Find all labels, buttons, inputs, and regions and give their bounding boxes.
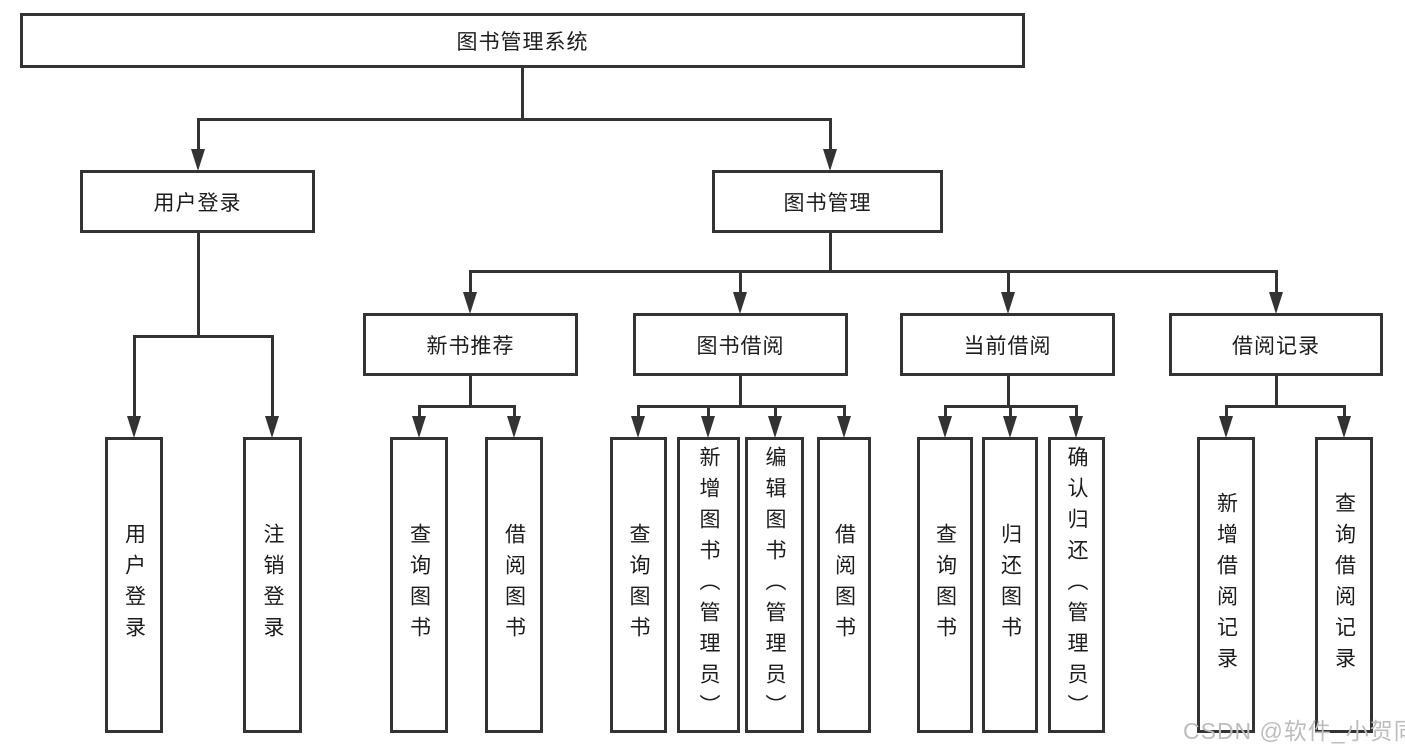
- node-leaf-cur-confirm: 确认归还（管理员）: [1048, 437, 1105, 733]
- node-label-book-borrowing: 图书借阅: [696, 334, 785, 358]
- connector-stem-borrowing-to-leaves: [773, 405, 777, 418]
- node-leaf-bw-borrow: 借阅图书: [817, 437, 871, 733]
- connector-stem-records-to-leaves: [1342, 405, 1346, 418]
- node-label-current-borrowing: 当前借阅: [963, 334, 1052, 358]
- node-label-leaf-rec-add: 新增借阅记录: [1214, 492, 1238, 678]
- connector-bar-login-to-leaves: [132, 335, 274, 338]
- node-leaf-rec-query: 查询借阅记录: [1315, 437, 1373, 733]
- node-label-borrowing-records: 借阅记录: [1232, 334, 1320, 358]
- node-leaf-bw-edit: 编辑图书（管理员）: [745, 437, 804, 733]
- node-current-borrowing: 当前借阅: [900, 313, 1115, 376]
- connector-stem-borrowing-to-leaves: [636, 405, 640, 418]
- csdn-watermark: CSDN @软件_小贺同学: [1183, 718, 1405, 744]
- arrow-down-icon: [1269, 292, 1283, 314]
- connector-bar-borrowing-to-leaves: [636, 405, 846, 408]
- node-label-new-book-recommend: 新书推荐: [426, 334, 515, 358]
- node-label-leaf-bw-edit: 编辑图书（管理员）: [763, 445, 786, 725]
- node-leaf-cur-query: 查询图书: [917, 437, 973, 733]
- connector-trunk-root-to-level2: [520, 68, 524, 121]
- connector-stem-records-to-leaves: [1224, 405, 1228, 418]
- connector-stem-newbook-to-leaves: [417, 405, 421, 418]
- arrow-down-icon: [1003, 416, 1017, 438]
- connector-stem-mgmt-to-level3: [1006, 270, 1010, 294]
- arrow-down-icon: [1001, 292, 1015, 314]
- connector-trunk-login-to-leaves: [196, 233, 200, 338]
- arrow-down-icon: [265, 416, 279, 438]
- node-label-leaf-bw-borrow: 借阅图书: [832, 523, 856, 647]
- arrow-down-icon: [701, 416, 715, 438]
- node-label-root: 图书管理系统: [456, 30, 589, 54]
- connector-stem-mgmt-to-level3: [1274, 270, 1278, 294]
- node-root: 图书管理系统: [20, 13, 1025, 68]
- arrow-down-icon: [127, 416, 141, 438]
- arrow-down-icon: [837, 416, 851, 438]
- connector-bar-mgmt-to-level3: [468, 270, 1278, 273]
- node-book-management: 图书管理: [712, 170, 943, 233]
- connector-bar-records-to-leaves: [1224, 405, 1346, 408]
- node-leaf-nb-query: 查询图书: [390, 437, 448, 733]
- node-user-login: 用户登录: [80, 170, 315, 233]
- connector-stem-mgmt-to-level3: [468, 270, 472, 294]
- connector-stem-borrowing-to-leaves: [842, 405, 846, 418]
- node-label-leaf-bw-add: 新增图书（管理员）: [697, 445, 720, 725]
- connector-trunk-borrowing-to-leaves: [738, 376, 742, 408]
- arrow-down-icon: [412, 416, 426, 438]
- node-leaf-bw-query: 查询图书: [610, 437, 667, 733]
- node-label-leaf-cur-confirm: 确认归还（管理员）: [1065, 445, 1088, 725]
- node-label-leaf-cur-query: 查询图书: [933, 523, 957, 647]
- node-leaf-nb-borrow: 借阅图书: [485, 437, 543, 733]
- arrow-down-icon: [1219, 416, 1233, 438]
- node-label-leaf-nb-query: 查询图书: [407, 523, 431, 647]
- node-leaf-bw-add: 新增图书（管理员）: [677, 437, 740, 733]
- connector-trunk-newbook-to-leaves: [468, 376, 472, 408]
- arrow-down-icon: [463, 292, 477, 314]
- node-leaf-user-login: 用户登录: [105, 437, 163, 733]
- arrow-down-icon: [1069, 416, 1083, 438]
- connector-stem-login-to-leaves: [132, 335, 136, 418]
- node-label-leaf-rec-query: 查询借阅记录: [1332, 492, 1356, 678]
- arrow-down-icon: [823, 149, 837, 171]
- node-label-book-management: 图书管理: [783, 191, 872, 215]
- connector-stem-current-to-leaves: [1074, 405, 1078, 418]
- node-label-leaf-nb-borrow: 借阅图书: [502, 523, 526, 647]
- arrow-down-icon: [768, 416, 782, 438]
- connector-bar-root-to-level2: [196, 118, 832, 121]
- arrow-down-icon: [507, 416, 521, 438]
- arrow-down-icon: [191, 149, 205, 171]
- connector-stem-root-to-level2: [828, 118, 832, 151]
- arrow-down-icon: [1337, 416, 1351, 438]
- connector-stem-current-to-leaves: [943, 405, 947, 418]
- arrow-down-icon: [733, 292, 747, 314]
- node-label-leaf-bw-query: 查询图书: [627, 523, 650, 647]
- node-new-book-recommend: 新书推荐: [363, 313, 578, 376]
- connector-stem-newbook-to-leaves: [512, 405, 516, 418]
- node-leaf-rec-add: 新增借阅记录: [1197, 437, 1255, 733]
- connector-stem-root-to-level2: [196, 118, 200, 151]
- node-book-borrowing: 图书借阅: [633, 313, 848, 376]
- connector-trunk-mgmt-to-level3: [828, 233, 832, 273]
- node-leaf-logout: 注销登录: [243, 437, 302, 733]
- node-label-leaf-user-login: 用户登录: [122, 523, 146, 647]
- node-label-leaf-cur-return: 归还图书: [998, 523, 1022, 647]
- connector-stem-login-to-leaves: [270, 335, 274, 418]
- node-leaf-cur-return: 归还图书: [982, 437, 1038, 733]
- arrow-down-icon: [631, 416, 645, 438]
- connector-bar-newbook-to-leaves: [417, 405, 516, 408]
- node-borrowing-records: 借阅记录: [1169, 313, 1383, 376]
- connector-stem-mgmt-to-level3: [738, 270, 742, 294]
- node-label-user-login: 用户登录: [153, 191, 242, 215]
- connector-trunk-current-to-leaves: [1006, 376, 1010, 408]
- connector-stem-current-to-leaves: [1008, 405, 1012, 418]
- arrow-down-icon: [938, 416, 952, 438]
- connector-stem-borrowing-to-leaves: [706, 405, 710, 418]
- connector-trunk-records-to-leaves: [1274, 376, 1278, 408]
- node-label-leaf-logout: 注销登录: [261, 523, 284, 647]
